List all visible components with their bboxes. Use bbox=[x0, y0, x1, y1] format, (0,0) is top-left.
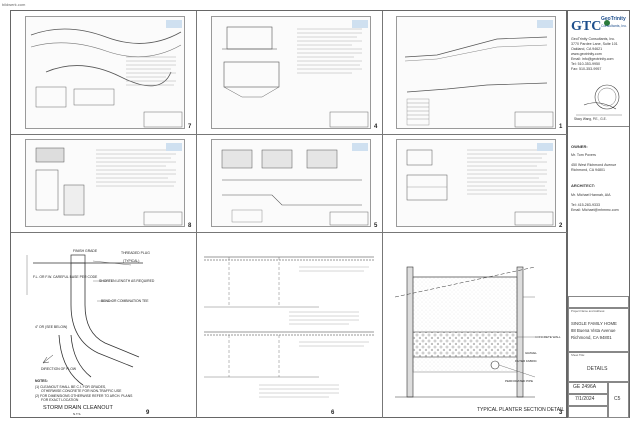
label-threaded-plug: THREADED PLUG bbox=[121, 251, 150, 255]
owner-heading: OWNER: bbox=[571, 144, 588, 149]
grid-line bbox=[196, 11, 197, 418]
detail-scale: N.T.S. bbox=[73, 412, 82, 416]
blank-cell bbox=[568, 406, 608, 418]
detail-title-planter-section: TYPICAL PLANTER SECTION DETAIL bbox=[477, 407, 565, 413]
grid-line bbox=[11, 232, 567, 233]
company-logo: GTC GeoTrinity Consultants, Inc. bbox=[571, 15, 628, 35]
sheet-number-1: 1 bbox=[559, 124, 563, 130]
company-line-3: Oakland, CA 94621 bbox=[571, 47, 603, 51]
project-number: GE 2496A bbox=[573, 384, 597, 390]
project-number-cell: GE 2496A bbox=[568, 382, 608, 394]
logo-name-2: Consultants, Inc. bbox=[601, 24, 628, 28]
sheet-number-2: 2 bbox=[559, 223, 563, 229]
sheet-number-5: 5 bbox=[374, 223, 378, 229]
label-note-c: BEND OR COMBINATION TEE bbox=[101, 299, 149, 303]
label-finish-grade: FINISH GRADE bbox=[73, 249, 98, 253]
architect-tel: Tel: 415-283-9333 bbox=[571, 203, 600, 207]
sheet-thumbnail-7 bbox=[25, 16, 185, 129]
sheet-number-9: 9 bbox=[146, 410, 150, 416]
sheet-title-label: Sheet Title: bbox=[571, 353, 585, 357]
sheet-number-cell: C5 bbox=[608, 382, 629, 418]
label-note-2b: FOR EXACT LOCATION bbox=[41, 398, 79, 402]
label-note-b: SHORTEN LENGTH AS REQUIRED bbox=[99, 279, 155, 283]
company-line-2: 3770 Pardee Lane, Suite 101 bbox=[571, 42, 618, 46]
watermark: bildwerk.com bbox=[2, 2, 26, 7]
grid-line bbox=[11, 134, 567, 135]
label-concrete-wall: CONCRETE WALL bbox=[535, 335, 561, 339]
sheet-thumbnail-8 bbox=[25, 139, 185, 227]
detail-storm-drain-cleanout: FINISH GRADE THREADED PLUG (TYPICAL) F.L… bbox=[13, 235, 193, 417]
project-line-2: 88 Buena Vista Avenue bbox=[571, 328, 616, 333]
label-direction-of-flow: DIRECTION OF FLOW bbox=[41, 367, 77, 371]
date-cell: 7/1/2024 bbox=[568, 394, 608, 406]
project-line-3: Richmond, CA 94801 bbox=[571, 335, 612, 340]
label-perforated-pipe: PERFORATED PIPE bbox=[505, 379, 533, 383]
label-typical: (TYPICAL) bbox=[123, 259, 140, 263]
label-gravel: GRAVEL bbox=[525, 351, 537, 355]
label-note-1: (1) CLEANOUT SHALL BE C.I. FOR GRADES, bbox=[35, 385, 107, 389]
label-note-a: F.L. OR F.W. CAREFUL BASE PER CODE bbox=[33, 275, 98, 279]
label-note-2: (2) FOR DIMENSIONS OTHERWISE REFER TO AR… bbox=[35, 394, 133, 398]
sheet-number: C5 bbox=[614, 396, 621, 402]
stamp-name: Stacy Wang, P.E., G.E. bbox=[574, 117, 607, 121]
project-label: Project Name and Address: bbox=[571, 309, 606, 313]
sheet-thumbnail-2 bbox=[396, 139, 556, 227]
label-filter-fabric: FILTER FABRIC bbox=[515, 359, 537, 363]
company-line-4: www.geotrinity.com bbox=[571, 52, 602, 56]
sheet-number-6: 6 bbox=[331, 410, 335, 416]
company-line-1: GeoTrinity Consultants, Inc. bbox=[571, 37, 616, 41]
sheet-thumbnail-4 bbox=[211, 16, 371, 129]
owner-address-2: Richmond, CA 94801 bbox=[571, 168, 605, 172]
drawing-frame: 7 4 bbox=[10, 10, 567, 418]
sheet-title-box: Sheet Title: DETAILS bbox=[568, 352, 629, 382]
revision-row bbox=[568, 296, 629, 308]
sheet-date: 7/1/2024 bbox=[575, 396, 595, 402]
owner-name: Mr. Tom Povers bbox=[571, 153, 596, 157]
label-note-d: 4" OR (SEE BELOW) bbox=[35, 325, 68, 329]
sheet-number-8: 8 bbox=[188, 223, 192, 229]
architect-heading: ARCHITECT: bbox=[571, 183, 595, 188]
sheet-title: DETAILS bbox=[587, 366, 608, 372]
sheet-number-4: 4 bbox=[374, 124, 378, 130]
label-note-1b: OTHERWISE CONCRETE FOR NON-TRAFFIC USE bbox=[41, 389, 122, 393]
architect-email: Email: Michael@mhmmc.com bbox=[571, 208, 619, 212]
divider bbox=[568, 126, 629, 127]
company-line-7: Fax: 510-353-9957 bbox=[571, 67, 602, 71]
title-block: GTC GeoTrinity Consultants, Inc. GeoTrin… bbox=[567, 10, 630, 418]
detail-typical-planter-section: CONCRETE WALL GRAVEL FILTER FABRIC PERFO… bbox=[385, 237, 565, 417]
company-line-5: Email: info@geotrinity.com bbox=[571, 57, 614, 61]
project-line-1: SINGLE FAMILY HOME bbox=[571, 321, 617, 326]
architect-name: Mr. Michael Hannah, AIA bbox=[571, 193, 611, 197]
logo-name-1: GeoTrinity bbox=[601, 16, 626, 22]
engineer-stamp bbox=[574, 75, 624, 125]
sheet-number-7: 7 bbox=[188, 124, 192, 130]
sheet-thumbnail-1 bbox=[396, 16, 556, 129]
grid-line bbox=[382, 11, 383, 418]
detail-title-storm-drain: STORM DRAIN CLEANOUT bbox=[43, 405, 113, 411]
svg-text:GTC: GTC bbox=[571, 19, 601, 34]
sheet-thumbnail-5 bbox=[211, 139, 371, 227]
label-notes-title: NOTES: bbox=[35, 379, 48, 383]
company-line-6: Tel: 510-353-9950 bbox=[571, 62, 600, 66]
project-box: Project Name and Address: SINGLE FAMILY … bbox=[568, 308, 629, 352]
owner-address-1: 450 West Richmond Avenue bbox=[571, 163, 617, 167]
detail-6 bbox=[199, 237, 379, 415]
sheet-number-3: 3 bbox=[559, 410, 563, 416]
